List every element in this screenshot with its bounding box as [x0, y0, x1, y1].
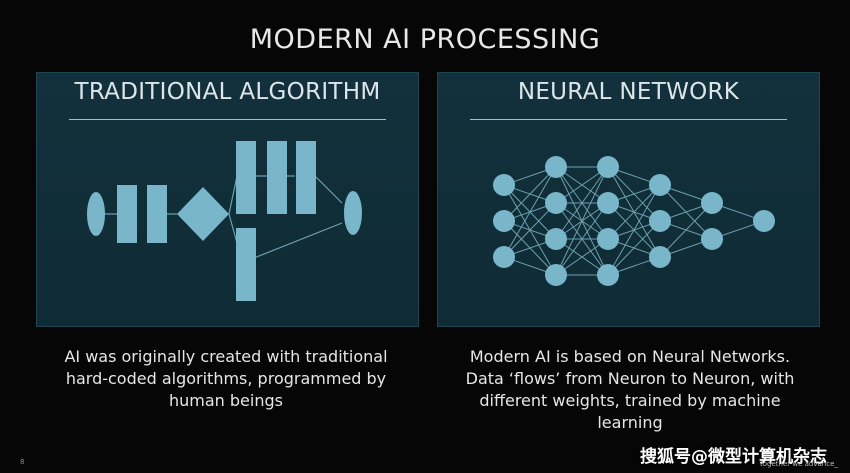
neuron-node: [493, 174, 515, 196]
traditional-algorithm-panel: TRADITIONAL ALGORITHM: [36, 72, 419, 327]
panel-divider: [69, 119, 386, 120]
panel-divider: [470, 119, 787, 120]
caption-line: hard-coded algorithms, programmed by: [65, 369, 387, 388]
panel-title-neural: NEURAL NETWORK: [517, 79, 740, 105]
caption-line: Data ‘flows’ from Neuron to Neuron, with: [465, 369, 795, 388]
neuron-node: [649, 246, 671, 268]
connection-edge: [607, 220, 661, 276]
neural-network-diagram: [493, 156, 775, 286]
neuron-node: [649, 210, 671, 232]
neuron-node: [649, 174, 671, 196]
connection-edge: [503, 166, 557, 258]
neuron-node: [597, 156, 619, 178]
connection-edge: [659, 202, 713, 258]
flowchart-diagram: [87, 141, 362, 301]
slide-title: MODERN AI PROCESSING: [249, 24, 601, 55]
decision-node: [177, 187, 229, 241]
neuron-node: [545, 192, 567, 214]
process-block-2: [147, 185, 167, 243]
panel-title-traditional: TRADITIONAL ALGORITHM: [74, 79, 381, 105]
connection-edge: [607, 184, 661, 240]
neuron-node: [545, 228, 567, 250]
neuron-node: [545, 156, 567, 178]
neuron-node: [701, 228, 723, 250]
connection-edge: [503, 166, 557, 222]
neuron-node: [597, 192, 619, 214]
branch-block-1: [236, 141, 256, 214]
caption-line: Modern AI is based on Neural Networks.: [469, 347, 791, 366]
end-node: [344, 191, 362, 235]
neural-network-panel: NEURAL NETWORK: [437, 72, 820, 327]
caption-line: learning: [597, 413, 663, 432]
start-node: [87, 192, 105, 236]
watermark: 搜狐号@微型计算机杂志: [640, 447, 827, 467]
neuron-node: [493, 246, 515, 268]
connection-edge: [503, 202, 557, 258]
branch-block-3: [296, 141, 316, 214]
caption-line: different weights, trained by machine: [479, 391, 781, 410]
neuron-node: [753, 210, 775, 232]
branch-block-2: [267, 141, 287, 214]
process-block-1: [117, 185, 137, 243]
caption-line: human beings: [169, 391, 283, 410]
caption-neural: Modern AI is based on Neural Networks. D…: [430, 346, 830, 434]
caption-traditional: AI was originally created with tradition…: [26, 346, 426, 412]
neuron-node: [545, 264, 567, 286]
connection-edge: [607, 184, 661, 276]
neuron-node: [701, 192, 723, 214]
page-number: 8: [20, 458, 25, 466]
neuron-node: [597, 264, 619, 286]
connection-edge: [555, 166, 609, 240]
connection-edge: [555, 166, 609, 276]
neuron-node: [597, 228, 619, 250]
connection-edge: [555, 202, 609, 276]
sub-watermark: together we advance_: [760, 460, 838, 468]
neuron-node: [493, 210, 515, 232]
branch-block-4: [236, 228, 256, 301]
caption-line: AI was originally created with tradition…: [64, 347, 388, 366]
